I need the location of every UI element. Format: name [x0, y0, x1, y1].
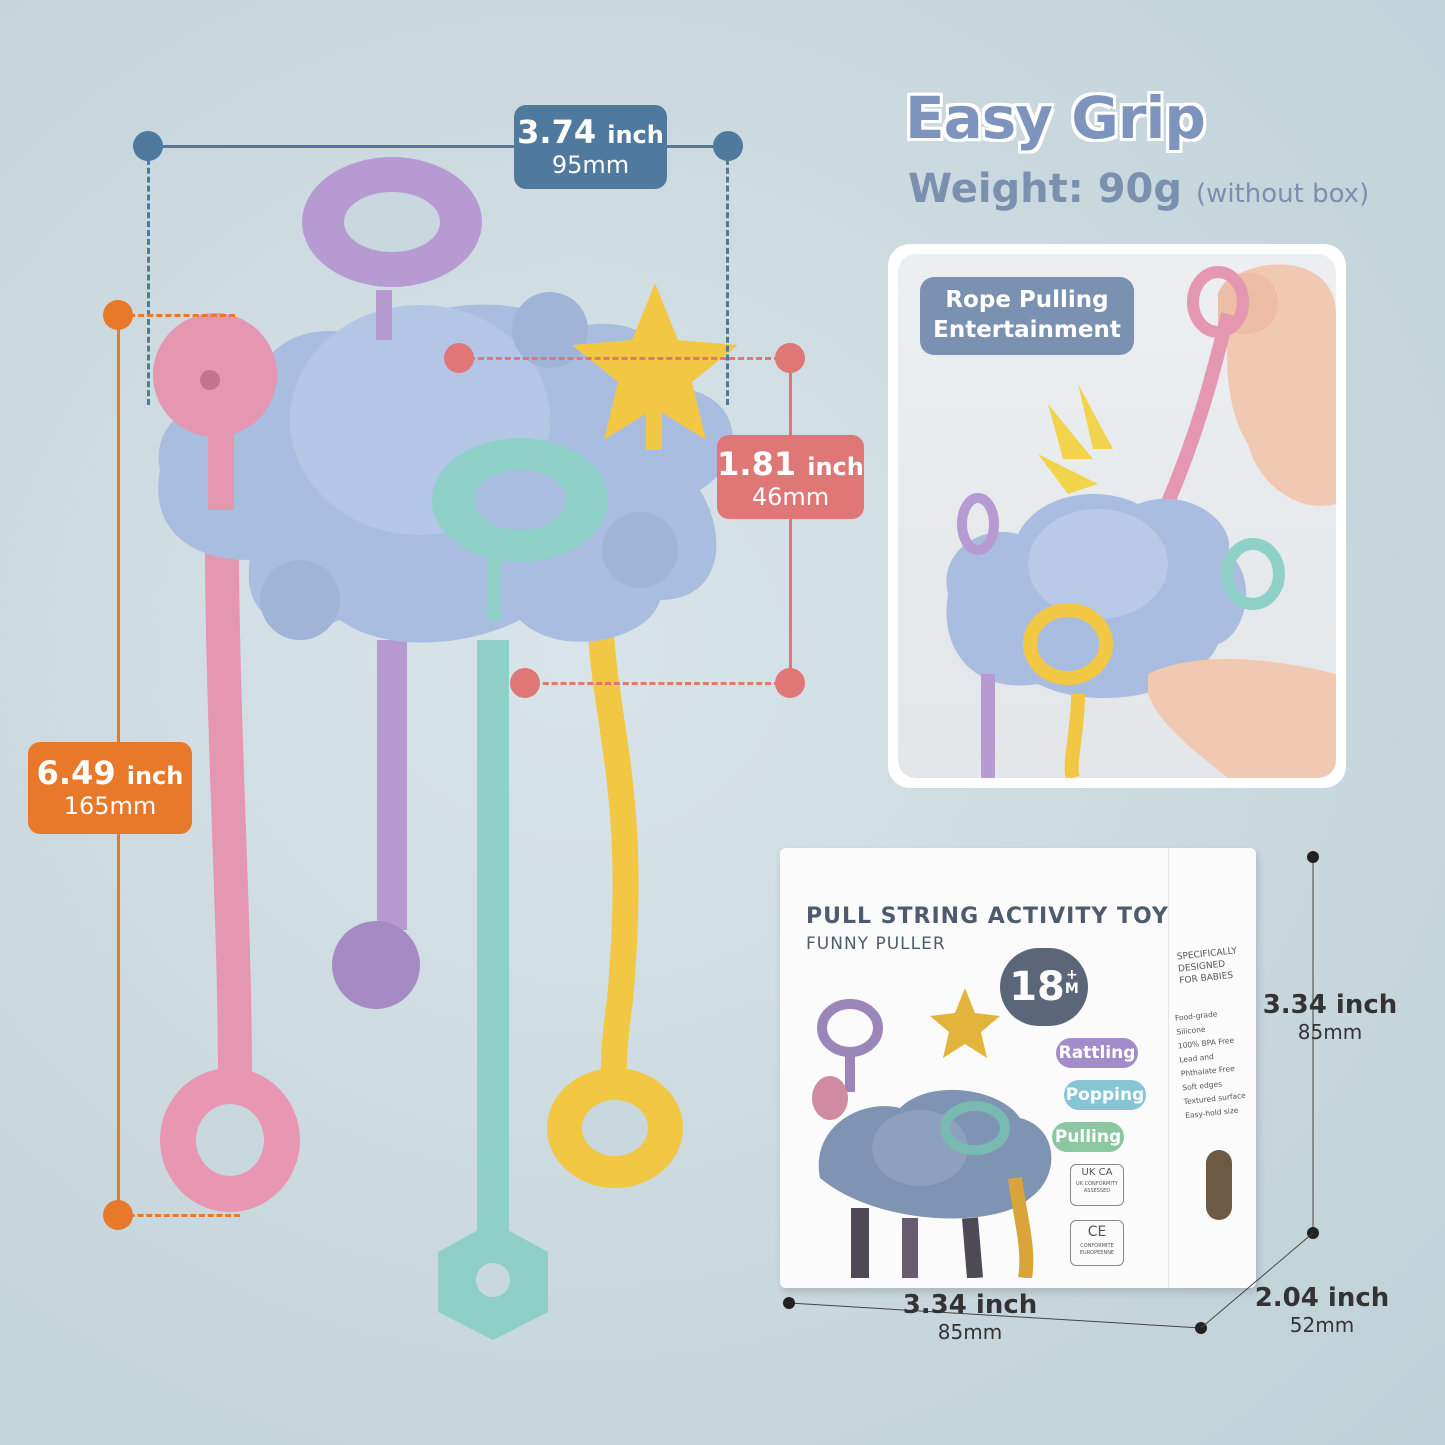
rope-badge-line2: Entertainment — [933, 317, 1121, 343]
box-depth-sub: 52mm — [1289, 1313, 1355, 1337]
height-bottom-guide — [120, 1214, 240, 1217]
feature-pill-popping: Popping — [1064, 1080, 1146, 1110]
weight-label: Weight: 90g (without box) — [908, 166, 1369, 212]
yellow-string — [547, 599, 683, 1188]
star-topper — [572, 283, 738, 450]
body-height-top-dot — [775, 343, 805, 373]
purple-string — [332, 640, 420, 1009]
height-label: 6.49 inch 165mm — [28, 742, 192, 834]
body-height-unit: inch — [807, 453, 864, 481]
feature-pill-pulling: Pulling — [1052, 1122, 1124, 1152]
body-height-bottom-dot — [775, 668, 805, 698]
width-line — [148, 145, 728, 148]
age-unit: M — [1064, 981, 1079, 997]
body-height-inch-value: 1.81 — [717, 445, 797, 483]
weight-note: (without box) — [1195, 179, 1370, 209]
age-value: 18 — [1009, 964, 1065, 1010]
feature-pill-rattling: Rattling — [1056, 1038, 1138, 1068]
box-depth-dimension: 2.04 inch 52mm — [1252, 1283, 1392, 1337]
pink-string — [160, 463, 300, 1212]
height-unit: inch — [126, 762, 184, 790]
ukca-mark: UK CA UK CONFORMITY ASSESSED — [1070, 1164, 1124, 1206]
width-inch-value: 3.74 — [517, 113, 597, 151]
page-title: Easy Grip — [905, 84, 1206, 152]
ce-note: CONFORMITE EUROPEENNE — [1079, 1243, 1115, 1256]
height-top-guide — [120, 314, 235, 317]
rope-pulling-badge: Rope Pulling Entertainment — [920, 277, 1134, 355]
teal-string — [438, 639, 548, 1340]
box-width-main: 3.34 inch — [902, 1290, 1038, 1320]
width-right-guide — [726, 150, 729, 405]
width-left-guide — [147, 150, 150, 405]
box-height-dimension: 3.34 inch 85mm — [1260, 990, 1400, 1044]
box-height-sub: 85mm — [1297, 1020, 1363, 1044]
weight-value: Weight: 90g — [908, 166, 1182, 212]
age-plus: + — [1065, 967, 1078, 983]
box-toy-illustration — [812, 988, 1052, 1278]
rope-badge-line1: Rope Pulling — [945, 287, 1109, 313]
ukca-text: UK CA — [1081, 1167, 1113, 1178]
box-side-divider — [1168, 848, 1169, 1288]
box-width-sub: 85mm — [937, 1320, 1003, 1344]
pink-disc-topper — [153, 313, 277, 510]
ce-mark: CE CONFORMITE EUROPEENNE — [1070, 1220, 1124, 1266]
box-hole — [1206, 1150, 1232, 1220]
box-width-dimension: 3.34 inch 85mm — [900, 1290, 1040, 1344]
usage-photo-illustration — [946, 264, 1336, 778]
body-height-bottom-guide — [525, 682, 780, 685]
ukca-note: UK CONFORMITY ASSESSED — [1076, 1181, 1118, 1194]
height-inch-value: 6.49 — [36, 754, 116, 792]
box-title: PULL STRING ACTIVITY TOY — [806, 904, 1169, 929]
teal-ring-topper — [432, 438, 608, 620]
body-height-mm-value: 46mm — [751, 483, 830, 511]
width-unit: inch — [607, 121, 664, 149]
body-height-label: 1.81 inch 46mm — [717, 435, 864, 519]
width-mm-value: 95mm — [551, 151, 630, 179]
body-height-top-guide — [460, 357, 780, 360]
ce-text: CE — [1087, 1224, 1107, 1240]
box-subtitle: FUNNY PULLER — [806, 934, 946, 954]
age-badge: 18+M — [1000, 948, 1088, 1026]
width-label: 3.74 inch 95mm — [514, 105, 667, 189]
purple-ring-topper — [302, 157, 482, 340]
body-height-line — [789, 358, 792, 683]
box-depth-main: 2.04 inch — [1254, 1283, 1390, 1313]
product-box: PULL STRING ACTIVITY TOY FUNNY PULLER 18… — [780, 848, 1256, 1288]
height-mm-value: 165mm — [63, 792, 157, 820]
box-height-main: 3.34 inch — [1262, 990, 1398, 1020]
